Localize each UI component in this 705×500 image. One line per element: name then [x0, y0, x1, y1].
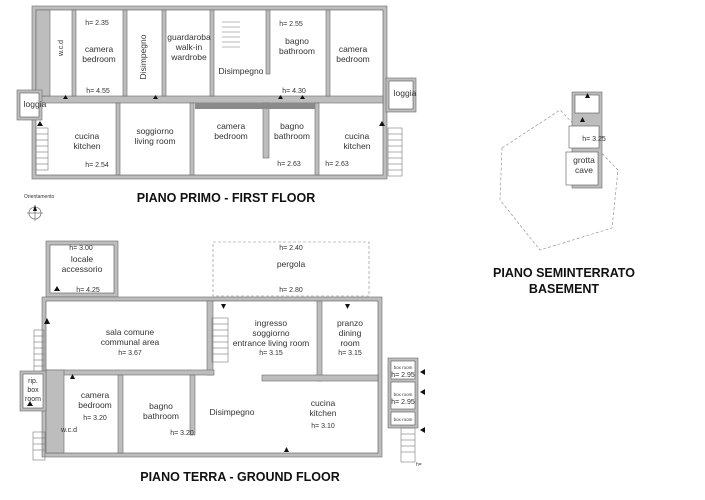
room-label: bagno [285, 36, 309, 46]
room-label: pranzo [337, 318, 363, 328]
room-label: walk-in [175, 42, 203, 52]
room-label: cucina [345, 131, 370, 141]
room-label: wardrobe [170, 52, 207, 62]
room-label: box room [394, 417, 413, 422]
ground-floor-plan [19, 240, 425, 463]
basement-title: BASEMENT [529, 282, 600, 296]
room-label: camera [85, 44, 114, 54]
height-label: h= 3.15 [338, 350, 362, 357]
room-label: ingresso [255, 318, 287, 328]
room-label: camera [81, 390, 110, 400]
height-label: h= 3.00 [69, 245, 93, 252]
basement-plan [499, 91, 619, 251]
room-label: Disimpegno [138, 34, 148, 79]
height-label: h= 3.15 [259, 350, 283, 357]
height-label: h= 2.95 [391, 372, 415, 379]
room-label: bedroom [336, 54, 370, 64]
room-label: sala comune [106, 327, 154, 337]
room-label: kitchen [344, 141, 371, 151]
room-label: bagno [149, 401, 173, 411]
room-label: Disimpegno [219, 66, 264, 76]
room-label: kitchen [310, 408, 337, 418]
room-label: rip. [28, 378, 38, 385]
room-label: guardaroba [167, 32, 211, 42]
room-label: w.c.d [58, 40, 65, 57]
entrance-arrow [37, 121, 43, 126]
height-label: h= 2.80 [279, 287, 303, 294]
compass-icon [27, 205, 43, 221]
room-label: camera [217, 121, 246, 131]
first-floor-title: PIANO PRIMO - FIRST FLOOR [137, 191, 315, 205]
room-label: soggiorno [252, 328, 290, 338]
room-label: cave [575, 165, 593, 175]
room-label: cucina [75, 131, 100, 141]
door-arrow [63, 95, 68, 99]
height-label: h= 3.67 [118, 350, 142, 357]
room-label: box [27, 387, 39, 394]
height-label: h= 3.25 [582, 136, 606, 143]
height-label: h= 2.95 [391, 399, 415, 406]
room-label: communal area [101, 337, 160, 347]
room-label: bagno [280, 121, 304, 131]
room-label: bathroom [143, 411, 179, 421]
room-label: grotta [573, 155, 595, 165]
height-label: h= 4.25 [76, 287, 100, 294]
basement-title: PIANO SEMINTERRATO [493, 266, 635, 280]
room-label: pergola [277, 259, 306, 269]
room-label: kitchen [74, 141, 101, 151]
room-label: bedroom [78, 400, 112, 410]
room-label: living room [134, 136, 175, 146]
room-label: entrance living room [233, 338, 310, 348]
orientation-label: Orientamento [24, 194, 55, 200]
first-floor-plan [16, 5, 417, 180]
door-arrow [153, 95, 158, 99]
entrance-arrow [379, 121, 385, 126]
room-label: bathroom [279, 46, 315, 56]
height-label: h= 2.55 [279, 21, 303, 28]
room-label: box room [394, 365, 413, 370]
room-label: accessorio [62, 264, 103, 274]
height-label: h= 2.35 [85, 20, 109, 27]
height-label: h= 2.63 [277, 161, 301, 168]
height-label: h= 4.30 [282, 88, 306, 95]
room-label: camera [339, 44, 368, 54]
door-arrow [278, 95, 283, 99]
room-label: w.c.d [60, 427, 77, 434]
height-label: h= 4.55 [86, 88, 110, 95]
room-label: loggia [394, 88, 417, 98]
room-label: room [340, 338, 359, 348]
room-label: bedroom [214, 131, 248, 141]
room-label: dining [339, 328, 362, 338]
height-label: h= 2.54 [85, 162, 109, 169]
room-label: bedroom [82, 54, 116, 64]
height-label: h= 2.40 [279, 245, 303, 252]
room-label: box room [394, 392, 413, 397]
room-label: locale [71, 254, 93, 264]
room-label: Disimpegno [210, 407, 255, 417]
room-label: bathroom [274, 131, 310, 141]
door-arrow [300, 95, 305, 99]
height-label: h= 3.10 [311, 423, 335, 430]
height-label: h= 2.63 [325, 161, 349, 168]
room-label: loggia [24, 99, 47, 109]
height-label: h= 3.20 [170, 430, 194, 437]
height-label: h= [416, 462, 422, 468]
room-label: room [25, 396, 41, 403]
height-label: h= 3.20 [83, 415, 107, 422]
room-label: soggiorno [136, 126, 174, 136]
ground-floor-title: PIANO TERRA - GROUND FLOOR [140, 470, 340, 484]
room-label: cucina [311, 398, 336, 408]
